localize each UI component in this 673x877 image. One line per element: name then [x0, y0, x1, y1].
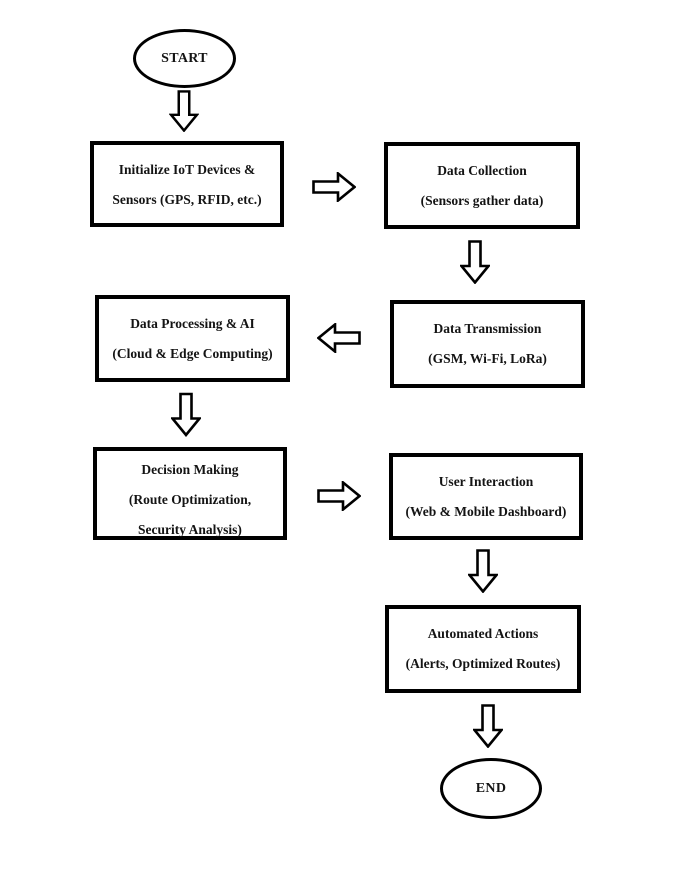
flow-node-decision-making: Decision Making (Route Optimization, Sec… [93, 447, 287, 540]
flow-node-data-collection: Data Collection (Sensors gather data) [384, 142, 580, 229]
flow-node-initialize-iot-devices: Initialize IoT Devices & Sensors (GPS, R… [90, 141, 284, 227]
arrow-right-icon [317, 479, 362, 513]
arrow-down-icon [458, 240, 492, 285]
arrow-down-glyph [471, 704, 505, 749]
arrow-down-glyph [168, 90, 200, 133]
arrow-down-glyph [466, 549, 500, 594]
flow-node-automated-actions: Automated Actions (Alerts, Optimized Rou… [385, 605, 581, 693]
flow-node-label-line: (Cloud & Edge Computing) [112, 346, 273, 361]
flow-node-label-line: Data Collection [437, 163, 527, 178]
arrow-down-icon [168, 90, 200, 133]
flow-node-label-line: (GSM, Wi-Fi, LoRa) [428, 351, 547, 366]
flow-node-end-label: END [475, 780, 507, 796]
arrow-down-glyph [458, 240, 492, 285]
arrow-left-glyph [316, 321, 361, 355]
flow-node-user-interaction: User Interaction (Web & Mobile Dashboard… [389, 453, 583, 540]
flow-node-label-line: (Sensors gather data) [420, 193, 544, 208]
flow-node-label-line: Data Transmission [433, 321, 542, 336]
flow-node-label-line: Automated Actions [427, 626, 539, 641]
arrow-down-icon [471, 704, 505, 749]
arrow-right-glyph [317, 479, 362, 513]
flow-node-label-line: Sensors (GPS, RFID, etc.) [112, 192, 262, 207]
arrow-down-icon [169, 392, 203, 438]
flow-node-data-processing-ai: Data Processing & AI (Cloud & Edge Compu… [95, 295, 290, 382]
arrow-right-glyph [312, 170, 357, 204]
flow-node-start-label: START [161, 50, 208, 66]
flow-node-label-line: Security Analysis) [138, 522, 242, 537]
flow-node-label-line: (Route Optimization, [128, 492, 252, 507]
flow-node-start: START [133, 29, 236, 88]
flow-node-label-line: Initialize IoT Devices & [118, 162, 256, 177]
arrow-right-icon [312, 170, 357, 204]
flow-node-label-line: User Interaction [438, 474, 534, 489]
flow-node-end: END [440, 758, 542, 819]
arrow-down-icon [466, 549, 500, 594]
flow-node-data-transmission: Data Transmission (GSM, Wi-Fi, LoRa) [390, 300, 585, 388]
flow-node-label-line: (Alerts, Optimized Routes) [405, 656, 561, 671]
arrow-down-glyph [169, 392, 203, 438]
flow-node-label-line: (Web & Mobile Dashboard) [405, 504, 567, 519]
flow-node-label-line: Data Processing & AI [130, 316, 255, 331]
arrow-left-icon [316, 321, 361, 355]
flow-node-label-line: Decision Making [141, 462, 239, 477]
